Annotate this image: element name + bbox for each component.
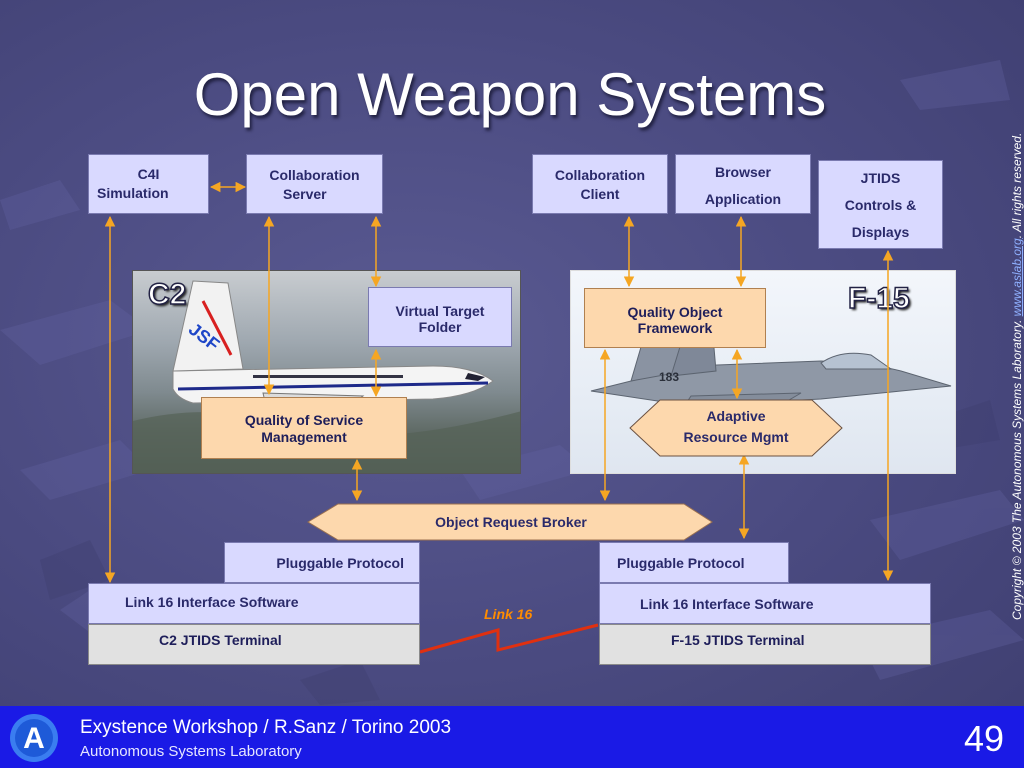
c2-label: C2 [147, 277, 187, 312]
page-number: 49 [963, 718, 1004, 759]
link16-interface-left-box: Link 16 Interface Software [88, 583, 420, 624]
link16-interface-right-box: Link 16 Interface Software [599, 583, 931, 624]
link16-label: Link 16 [484, 606, 533, 622]
footer-lab-text: Autonomous Systems Laboratory [80, 743, 302, 760]
object-request-broker-box: Object Request Broker [435, 514, 587, 530]
footer-bar: A Exystence Workshop / R.Sanz / Torino 2… [0, 706, 1024, 768]
aslab-logo-icon: A [10, 714, 58, 762]
link16-lightning-line [419, 623, 599, 654]
svg-text:183: 183 [659, 370, 679, 384]
c2-jtids-terminal-box: C2 JTIDS Terminal [88, 624, 420, 665]
aslab-link[interactable]: www.aslab.org [1010, 238, 1024, 317]
slide-title: Open Weapon Systems [193, 61, 827, 128]
pluggable-protocol-left-box: Pluggable Protocol [224, 542, 420, 583]
f15-label: F-15 [847, 281, 910, 316]
pluggable-protocol-right-box: Pluggable Protocol [599, 542, 789, 583]
f15-jtids-terminal-box: F-15 JTIDS Terminal [599, 624, 931, 665]
footer-workshop-text: Exystence Workshop / R.Sanz / Torino 200… [80, 717, 452, 738]
logo-letter: A [23, 722, 45, 755]
copyright-notice: Copyright © 2003 The Autonomous Systems … [1010, 132, 1024, 620]
